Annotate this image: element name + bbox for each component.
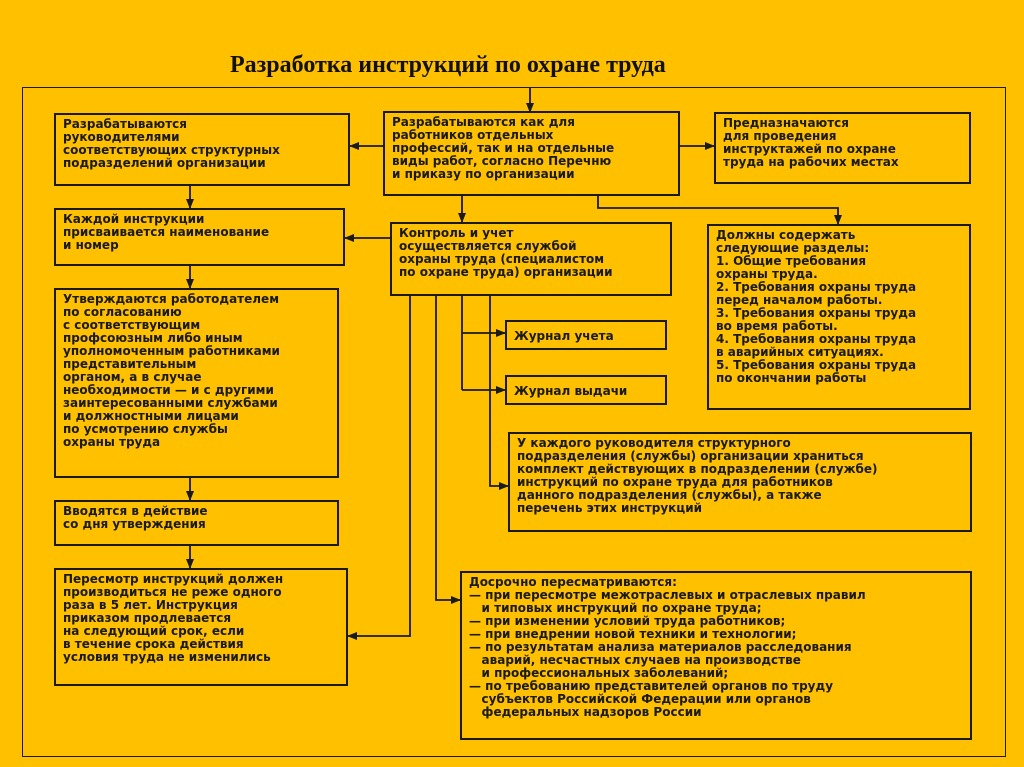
- box-text-line: по усмотрению службы: [63, 422, 228, 436]
- box-text-line: уполномоченным работниками: [63, 344, 280, 358]
- box-text-line: руководителями: [63, 130, 180, 144]
- box-text-line: со дня утверждения: [63, 517, 206, 531]
- box-text-line: инструкций по охране труда для работнико…: [517, 475, 833, 489]
- box-text-line: — по результатам анализа материалов расс…: [469, 640, 852, 654]
- box-text-line: необходимости — и с другими: [63, 383, 274, 397]
- box-text-line: представительным: [63, 357, 197, 371]
- box-text-line: и типовых инструкций по охране труда;: [469, 601, 762, 615]
- box-text-line: следующие разделы:: [716, 241, 870, 255]
- diagram-title: Разработка инструкций по охране труда: [230, 52, 666, 78]
- box-text-line: в аварийных ситуациях.: [716, 345, 884, 359]
- box-text-line: Утверждаются работодателем: [63, 292, 280, 306]
- box-text-line: и профессиональных заболеваний;: [469, 666, 729, 680]
- box-text-line: У каждого руководителя структурного: [517, 436, 791, 450]
- box-text-line: для проведения: [723, 129, 837, 143]
- box-text-line: и приказу по организации: [392, 167, 575, 181]
- box-text-line: раза в 5 лет. Инструкция: [63, 598, 238, 612]
- box-text-line: — при пересмотре межотраслевых и отрасле…: [469, 588, 866, 602]
- box-text-line: федеральных надзоров России: [469, 705, 702, 719]
- box-text-line: перечень этих инструкций: [517, 501, 703, 515]
- box-text-line: — при внедрении новой техники и технолог…: [469, 627, 797, 641]
- box-text-line: заинтересованными службами: [63, 396, 278, 410]
- box-text-line: соответствующих структурных: [63, 143, 280, 157]
- box-issue-log: Журнал выдачи: [505, 375, 667, 405]
- box-text-line: производиться не реже одного: [63, 585, 282, 599]
- box-text-line: и должностными лицами: [63, 409, 239, 423]
- box-text-line: приказом продлевается: [63, 611, 232, 625]
- box-text-line: в течение срока действия: [63, 637, 244, 651]
- box-text-line: инструктажей по охране: [723, 142, 896, 156]
- box-text-line: Журнал выдачи: [514, 384, 628, 398]
- box-text-line: по охране труда) организации: [399, 265, 613, 279]
- box-text-line: с соответствующим: [63, 318, 201, 332]
- box-text-line: перед началом работы.: [716, 293, 883, 307]
- box-text-line: осуществляется службой: [399, 239, 577, 253]
- box-text-line: Разрабатываются как для: [392, 115, 575, 129]
- box-text-line: охраны труда.: [716, 267, 818, 281]
- box-text-line: данного подразделения (службы), а также: [517, 488, 822, 502]
- box-registry-log: Журнал учета: [505, 320, 667, 350]
- box-text-line: подразделений организации: [63, 156, 266, 170]
- box-text-line: профессий, так и на отдельные: [392, 141, 615, 155]
- box-text-line: и номер: [63, 238, 119, 252]
- box-text-line: Предназначаются: [723, 116, 849, 130]
- box-early-revision: Досрочно пересматриваются:— при пересмот…: [460, 571, 972, 740]
- box-text-line: 2. Требования охраны труда: [716, 280, 917, 294]
- box-text-line: Каждой инструкции: [63, 212, 205, 226]
- box-text-line: на следующий срок, если: [63, 624, 245, 638]
- box-text-line: — по требованию представителей органов п…: [469, 679, 834, 693]
- box-text-line: аварий, несчастных случаев на производст…: [469, 653, 801, 667]
- box-text-line: профсоюзным либо иным: [63, 331, 243, 345]
- diagram-frame: [22, 87, 1006, 757]
- box-text-line: органом, а в случае: [63, 370, 202, 384]
- box-text-line: Журнал учета: [514, 329, 614, 343]
- box-text-line: субъектов Российской Федерации или орган…: [469, 692, 811, 706]
- box-text-line: 3. Требования охраны труда: [716, 306, 917, 320]
- box-text-line: работников отдельных: [392, 128, 554, 142]
- box-text-line: 1. Общие требования: [716, 254, 867, 268]
- box-text-line: Вводятся в действие: [63, 504, 208, 518]
- box-text-line: Разрабатываются: [63, 117, 187, 131]
- box-text-line: 4. Требования охраны труда: [716, 332, 917, 346]
- box-text-line: по окончании работы: [716, 371, 867, 385]
- box-text-line: виды работ, согласно Перечню: [392, 154, 612, 168]
- box-text-line: комплект действующих в подразделении (сл…: [517, 462, 878, 476]
- box-text-line: условия труда не изменились: [63, 650, 271, 664]
- box-text-line: во время работы.: [716, 319, 838, 333]
- box-text-line: 5. Требования охраны труда: [716, 358, 917, 372]
- arrow-center-to-sections: [597, 196, 842, 225]
- arrow-control-to-revision: [347, 296, 411, 640]
- box-text-line: подразделения (службы) организации храни…: [517, 449, 864, 463]
- box-text-line: по согласованию: [63, 305, 182, 319]
- arrow-control-to-early-revision: [435, 296, 461, 604]
- box-text-line: — при изменении условий труда работников…: [469, 614, 786, 628]
- box-text-line: Должны содержать: [716, 228, 856, 242]
- box-text-line: присваивается наименование: [63, 225, 270, 239]
- arrow-to-kept-by-head: [489, 296, 509, 490]
- box-text-line: Пересмотр инструкций должен: [63, 572, 284, 586]
- box-text-line: труда на рабочих местах: [723, 155, 899, 169]
- box-text-line: Досрочно пересматриваются:: [469, 575, 677, 589]
- box-text-line: охраны труда (специалистом: [399, 252, 605, 266]
- box-text-line: охраны труда: [63, 435, 161, 449]
- box-text-line: Контроль и учет: [399, 226, 514, 240]
